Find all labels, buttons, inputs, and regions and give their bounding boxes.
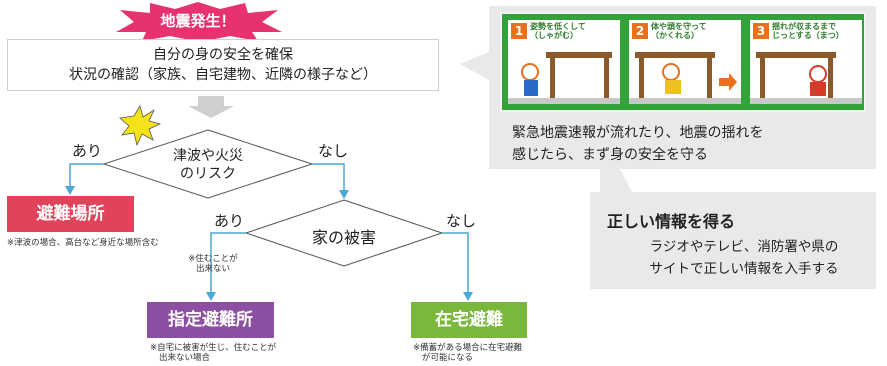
panel-message-line1: 緊急地震速報が流れたり、地震の揺れを	[512, 125, 764, 141]
arrow-damage-yes	[210, 232, 246, 294]
down-arrow-gray	[188, 96, 234, 118]
damage-yes-label: あり	[214, 212, 245, 230]
risk-yes-label: あり	[72, 142, 103, 160]
table-crouch-illustration	[508, 52, 620, 104]
arrow-risk-no	[312, 163, 345, 192]
decision-damage-text: 家の被害	[311, 228, 376, 247]
arrow-damage-no	[442, 232, 469, 294]
designated-shelter-note-line1: ※自宅に被害が生じ、住むことが	[150, 343, 277, 353]
safety-steps-strip: 1 姿勢を低くして （しゃがむ） 2 体や頭を守って （かくれる）	[500, 12, 866, 112]
arrow-risk-yes	[69, 163, 104, 188]
designated-shelter-note: ※自宅に被害が生じ、住むことが 出来ない場合	[150, 343, 276, 363]
safety-step-3: 3 揺れが収まるまで じっとする（まつ）	[750, 20, 862, 104]
table-wait-illustration	[750, 52, 862, 104]
step-3-line1: 揺れが収まるまで	[772, 22, 836, 31]
step-3-caption: 揺れが収まるまで じっとする（まつ）	[772, 22, 860, 40]
panel-message: 緊急地震速報が流れたり、地震の揺れを 感じたら、まず身の安全を守る	[512, 122, 872, 166]
spark-icon	[119, 104, 162, 147]
info-title: 正しい情報を得る	[607, 212, 736, 231]
risk-no-label: なし	[318, 142, 349, 160]
step-2-number: 2	[632, 23, 648, 39]
panel-message-line2: 感じたら、まず身の安全を守る	[512, 147, 708, 163]
safety-step-1: 1 姿勢を低くして （しゃがむ）	[508, 20, 620, 104]
designated-shelter-note-line2: 出来ない場合	[159, 353, 211, 363]
step-2-line1: 体や頭を守って	[651, 22, 707, 31]
damage-yes-note: ※住むことが 出来ない	[183, 254, 243, 274]
decision-diamond-risk	[102, 129, 314, 199]
step-1-caption: 姿勢を低くして （しゃがむ）	[530, 22, 618, 40]
first-step-line2: 状況の確認（家族、自宅建物、近隣の様子など）	[69, 67, 377, 83]
decision-risk-line2: のリスク	[180, 166, 236, 182]
evacuation-site-box: 避難場所	[7, 196, 134, 232]
decision-risk-text: 津波や火災 のリスク	[158, 147, 258, 183]
home-shelter-box: 在宅避難	[411, 302, 527, 338]
first-step-line1: 自分の身の安全を確保	[153, 47, 293, 63]
safety-step-2: 2 体や頭を守って （かくれる）	[629, 20, 741, 104]
home-shelter-note-line1: ※備蓄がある場合に在宅避難	[413, 343, 523, 353]
decision-risk-line1: 津波や火災	[173, 148, 243, 164]
home-shelter-note-line2: が可能になる	[422, 353, 474, 363]
step-2-line2: （かくれる）	[651, 31, 699, 40]
damage-yes-note-line1: ※住むことが	[188, 254, 238, 264]
burst-label: 地震発生！	[160, 12, 236, 30]
home-shelter-note: ※備蓄がある場合に在宅避難 が可能になる	[413, 343, 522, 363]
step-1-number: 1	[511, 23, 527, 39]
step-3-number: 3	[753, 23, 769, 39]
info-body: ラジオやテレビ、消防署や県の サイトで正しい情報を入手する	[619, 236, 869, 280]
designated-shelter-box: 指定避難所	[147, 302, 274, 338]
damage-no-label: なし	[446, 212, 477, 230]
step-3-line2: じっとする（まつ）	[772, 31, 844, 40]
info-line1: ラジオやテレビ、消防署や県の	[649, 239, 839, 255]
step-1-line2: （しゃがむ）	[530, 31, 578, 40]
evacuation-site-note: ※津波の場合、高台など身近な場所含む	[7, 238, 159, 248]
decision-diamond-damage	[244, 199, 444, 267]
step-1-line1: 姿勢を低くして	[530, 22, 586, 31]
info-line2: サイトで正しい情報を入手する	[649, 261, 839, 277]
step-2-caption: 体や頭を守って （かくれる）	[651, 22, 739, 40]
burst-shape	[116, 2, 282, 42]
table-hide-illustration	[629, 52, 741, 104]
first-step-box: 自分の身の安全を確保 状況の確認（家族、自宅建物、近隣の様子など）	[7, 39, 439, 91]
damage-yes-note-line2: 出来ない	[195, 264, 230, 274]
